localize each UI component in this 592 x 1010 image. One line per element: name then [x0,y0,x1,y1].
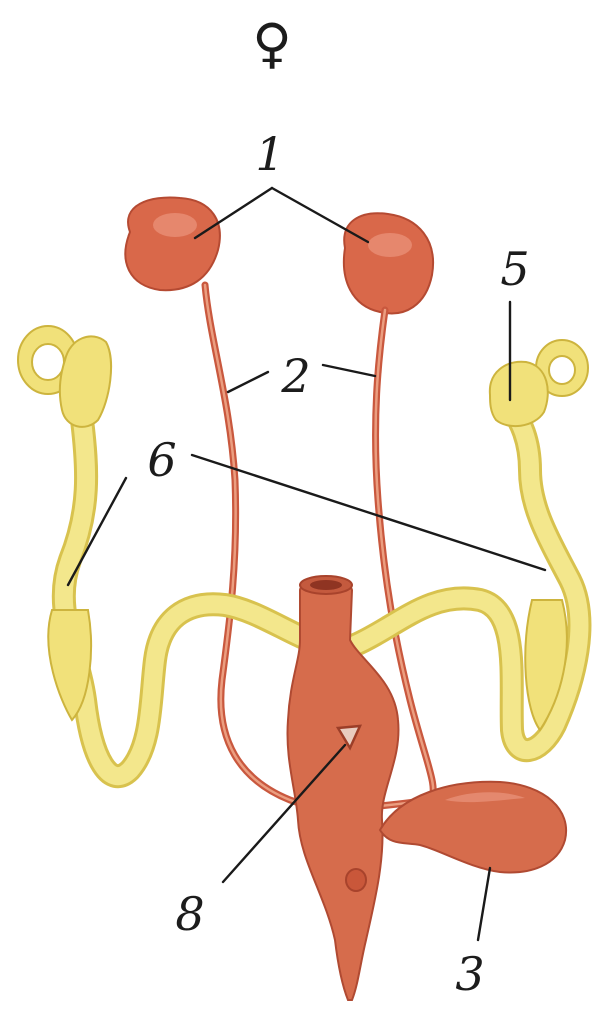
kidney-right [344,213,433,313]
female-symbol: ♀ [252,12,292,75]
label-2: 2 [280,349,310,403]
label-3: 3 [455,947,484,1001]
label-1: 1 [255,127,284,181]
ovary-left [18,326,111,427]
kidney-left [125,197,219,290]
label-5: 5 [500,242,529,296]
label-8: 8 [175,887,204,941]
label-6: 6 [147,433,176,487]
ovary-right [490,340,588,426]
bladder [380,782,566,873]
